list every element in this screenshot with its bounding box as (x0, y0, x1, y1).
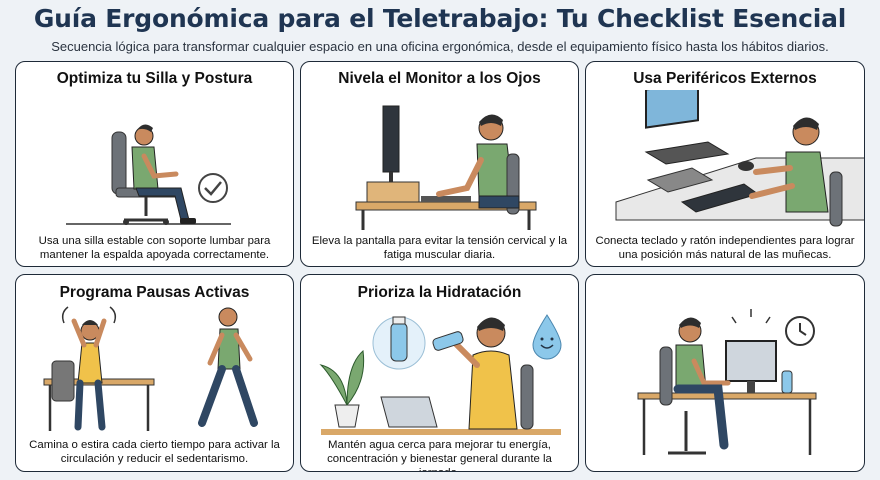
card-description: Mantén agua cerca para mejorar tu energí… (327, 439, 552, 471)
active-breaks-icon (43, 306, 258, 431)
card-monitor-level: Nivela el Monitor a los Ojos Eleva la pa… (300, 61, 579, 267)
workstation-clock-icon (637, 309, 817, 455)
peripherals-icon (615, 90, 864, 227)
chair-posture-icon (66, 124, 231, 225)
hydration-icon (319, 314, 562, 435)
card-chair-posture: Optimiza tu Silla y Postura Usa una sill… (15, 61, 294, 267)
card-description: Eleva la pantalla para evitar la tensión… (311, 235, 568, 261)
card-peripherals: Usa Periféricos Externos Conecta teclado… (585, 61, 865, 267)
card-hydration: Prioriza la Hidratación Mantén agua cer (300, 274, 579, 472)
card-active-breaks: Programa Pausas Activas Camina o estira … (15, 274, 294, 472)
card-description: Camina o estira cada cierto tiempo para … (29, 439, 280, 465)
card-title: Programa Pausas Activas (59, 284, 250, 301)
monitor-level-icon (355, 105, 537, 230)
page-subtitle: Secuencia lógica para transformar cualqu… (51, 39, 829, 54)
card-title: Usa Periféricos Externos (633, 70, 817, 87)
page-title: Guía Ergonómica para el Teletrabajo: Tu … (33, 4, 847, 33)
card-description: Usa una silla estable con soporte lumbar… (38, 235, 271, 261)
card-title: Optimiza tu Silla y Postura (56, 70, 253, 87)
card-title: Prioriza la Hidratación (357, 284, 522, 301)
card-workstation-clock (585, 274, 865, 472)
card-description: Conecta teclado y ratón independientes p… (595, 235, 855, 261)
card-title: Nivela el Monitor a los Ojos (338, 70, 541, 87)
